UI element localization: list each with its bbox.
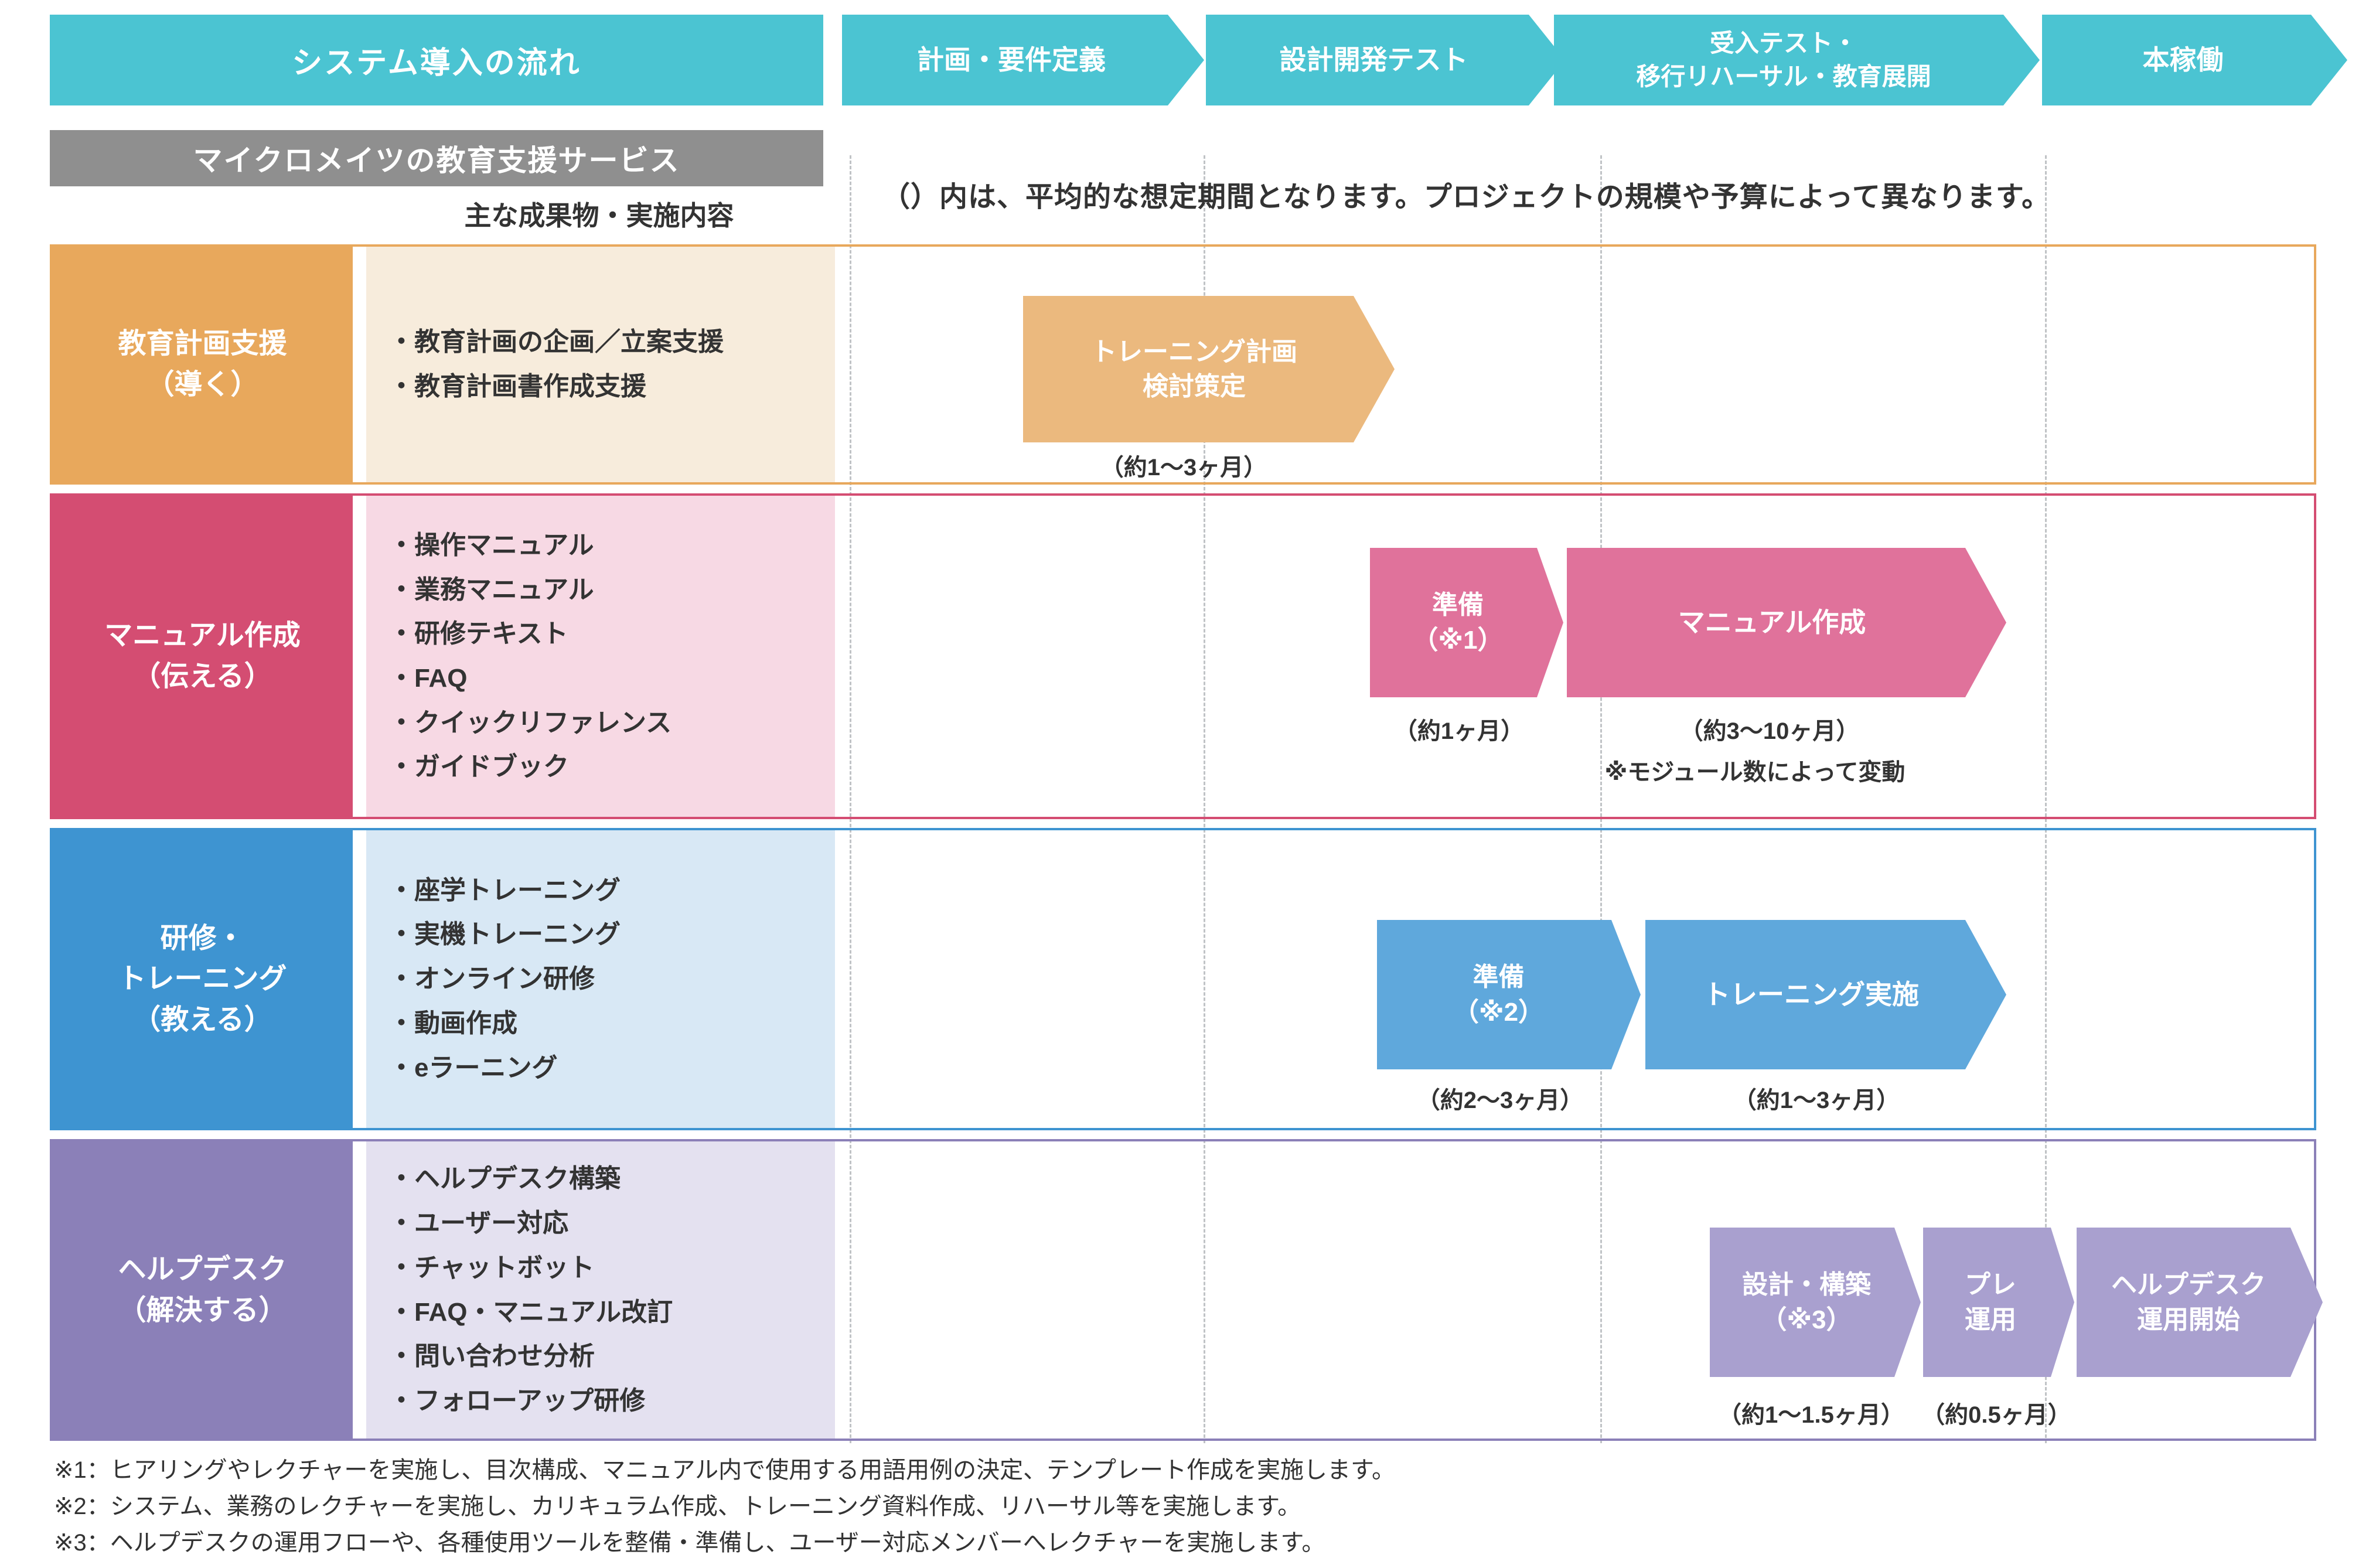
phase-label: 本稼働 [2142, 45, 2224, 76]
row-education-planning: 教育計画支援 （導く） ・教育計画の企画／立案支援 ・教育計画書作成支援 [50, 244, 2316, 485]
bullet-item: ・問い合わせ分析 [388, 1342, 595, 1371]
bullets-education-planning: ・教育計画の企画／立案支援 ・教育計画書作成支援 [366, 247, 835, 482]
footnotes: ※1：ヒアリングやレクチャーを実施し、目次構成、マニュアル内で使用する用語用例の… [54, 1452, 1929, 1561]
bullet-item: ・実機トレーニング [388, 920, 621, 949]
phase-label: 設計開発テスト [1279, 45, 1468, 76]
bullet-item: ・FAQ・マニュアル改訂 [388, 1297, 673, 1327]
row-label-line3: （教える） [132, 1004, 272, 1035]
bullets-training: ・座学トレーニング ・実機トレーニング ・オンライン研修 ・動画作成 ・eラーニ… [366, 830, 835, 1128]
bullet-item: ・ヘルプデスク構築 [388, 1164, 621, 1194]
phase-arrow-design-dev-test: 設計開発テスト [1206, 15, 1565, 105]
bullet-item: ・動画作成 [388, 1008, 517, 1038]
arrow-training-execution: トレーニング実施 [1645, 920, 2006, 1069]
row-label-line2: （解決する） [118, 1294, 287, 1326]
row-label-line1: マニュアル作成 [104, 620, 301, 652]
caption-training-prep-duration: （約2～3ヶ月） [1416, 1088, 1584, 1113]
row-label-line2: トレーニング [118, 963, 287, 995]
phase-gridline-3 [1600, 155, 1602, 1443]
arrow-manual-preparation: 準備 （※1） [1370, 548, 1563, 697]
bullet-item: ・ガイドブック [388, 752, 569, 782]
phase-gridline-4 [2045, 155, 2047, 1443]
arrow-manual-creation: マニュアル作成 [1567, 548, 2006, 697]
row-training: 研修・ トレーニング （教える） ・座学トレーニング ・実機トレーニング ・オン… [50, 828, 2316, 1130]
arrow-label-line2: （※3） [1761, 1305, 1852, 1334]
phase-label-line2: 移行リハーサル・教育展開 [1636, 62, 1931, 90]
arrow-label-line2: （※1） [1412, 625, 1504, 655]
bullet-item: ・操作マニュアル [388, 530, 594, 560]
row-label-help-desk: ヘルプデスク （解決する） [52, 1141, 353, 1439]
caption-manual-creation-duration: （約3～10ヶ月） [1679, 718, 1860, 744]
caption-module-count-note: ※モジュール数によって変動 [1604, 759, 1906, 785]
phase-gridline-2 [1204, 155, 1205, 1443]
bullet-item: ・クイックリファレンス [388, 708, 672, 737]
row-label-line2: （導く） [146, 369, 259, 400]
arrow-label-line2: （※2） [1453, 997, 1545, 1027]
caption-helpdesk-preop-duration: （約0.5ヶ月） [1921, 1402, 2071, 1428]
bullet-item: ・業務マニュアル [388, 575, 594, 604]
arrow-label-line1: ヘルプデスク [2111, 1270, 2266, 1300]
caption-training-exec-duration: （約1～3ヶ月） [1733, 1088, 1900, 1113]
arrow-training-plan-formulation: トレーニング計画 検討策定 [1023, 296, 1395, 442]
arrow-label-line2: 検討策定 [1143, 372, 1246, 401]
row-label-line1: 研修・ [160, 922, 245, 954]
arrow-helpdesk-pre-operation: プレ 運用 [1923, 1228, 2074, 1377]
arrow-helpdesk-design-build: 設計・構築 （※3） [1710, 1228, 1921, 1377]
bullet-item: ・フォローアップ研修 [388, 1386, 646, 1415]
row-label-training: 研修・ トレーニング （教える） [52, 830, 353, 1128]
arrow-helpdesk-operation-start: ヘルプデスク 運用開始 [2077, 1228, 2323, 1377]
period-note: （）内は、平均的な想定期間となります。プロジェクトの規模や予算によって異なります… [882, 182, 2051, 213]
arrow-label-line2: 運用 [1965, 1305, 2016, 1334]
bullet-item: ・チャットボット [388, 1253, 595, 1282]
bullet-item: ・FAQ [388, 664, 468, 693]
row-label-line1: ヘルプデスク [118, 1253, 287, 1285]
row-label-education-planning: 教育計画支援 （導く） [52, 247, 353, 482]
footnote-3: ※3：ヘルプデスクの運用フローや、各種使用ツールを整備・準備し、ユーザー対応メン… [54, 1530, 1325, 1556]
phase-arrow-acceptance-migration-education: 受入テスト・ 移行リハーサル・教育展開 [1554, 15, 2040, 105]
bullet-item: ・教育計画書作成支援 [388, 372, 646, 401]
arrow-label: トレーニング実施 [1703, 979, 1919, 1010]
footnote-1: ※1：ヒアリングやレクチャーを実施し、目次構成、マニュアル内で使用する用語用例の… [54, 1457, 1395, 1483]
phase-arrow-go-live: 本稼働 [2042, 15, 2347, 105]
service-title-bar: マイクロメイツの教育支援サービス [50, 130, 823, 186]
flow-title: システム導入の流れ [50, 15, 823, 105]
arrow-label: マニュアル作成 [1678, 607, 1866, 638]
row-label-line1: 教育計画支援 [118, 328, 287, 360]
phase-gridline-1 [850, 155, 851, 1443]
phase-label: 計画・要件定義 [917, 45, 1106, 76]
footnote-2: ※2：システム、業務のレクチャーを実施し、カリキュラム作成、トレーニング資料作成… [54, 1494, 1301, 1519]
row-manual-creation: マニュアル作成 （伝える） ・操作マニュアル ・業務マニュアル ・研修テキスト … [50, 493, 2316, 819]
arrow-label-line2: 運用開始 [2137, 1305, 2240, 1334]
bullets-help-desk: ・ヘルプデスク構築 ・ユーザー対応 ・チャットボット ・FAQ・マニュアル改訂 … [366, 1141, 835, 1439]
deliverables-heading: 主な成果物・実施内容 [464, 200, 734, 231]
bullet-item: ・座学トレーニング [388, 875, 621, 905]
row-help-desk: ヘルプデスク （解決する） ・ヘルプデスク構築 ・ユーザー対応 ・チャットボット… [50, 1139, 2316, 1441]
caption-manual-prep-duration: （約1ヶ月） [1393, 718, 1525, 744]
row-label-manual-creation: マニュアル作成 （伝える） [52, 496, 353, 817]
caption-training-plan-duration: （約1～3ヶ月） [1100, 455, 1267, 480]
caption-helpdesk-design-duration: （約1～1.5ヶ月） [1718, 1402, 1904, 1428]
arrow-label-line1: プレ [1965, 1270, 2016, 1300]
bullet-item: ・ユーザー対応 [388, 1209, 569, 1238]
phase-label-line1: 受入テスト・ [1709, 29, 1857, 57]
row-label-line2: （伝える） [132, 661, 272, 692]
bullet-item: ・研修テキスト [388, 619, 568, 649]
bullet-item: ・eラーニング [388, 1053, 558, 1082]
arrow-label-line1: トレーニング計画 [1091, 337, 1297, 366]
phase-arrow-planning-requirements: 計画・要件定義 [842, 15, 1204, 105]
arrow-label-line1: 設計・構築 [1742, 1270, 1871, 1300]
arrow-label-line1: 準備 [1472, 963, 1525, 992]
bullet-item: ・オンライン研修 [388, 964, 595, 994]
bullets-manual-creation: ・操作マニュアル ・業務マニュアル ・研修テキスト ・FAQ ・クイックリファレ… [366, 496, 835, 817]
arrow-label-line1: 準備 [1432, 591, 1484, 620]
bullet-item: ・教育計画の企画／立案支援 [388, 328, 724, 357]
arrow-training-preparation: 準備 （※2） [1377, 920, 1641, 1069]
